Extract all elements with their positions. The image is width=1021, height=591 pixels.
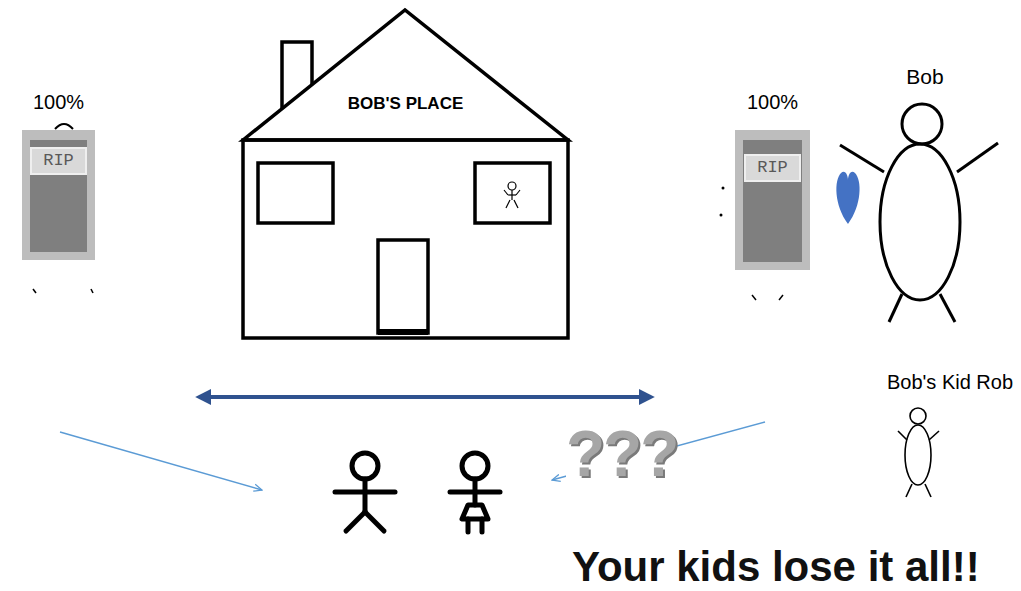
dirt-mark bbox=[779, 295, 783, 300]
tombstone bbox=[22, 124, 95, 293]
question-marks: ??? bbox=[566, 418, 677, 492]
percent-label: 100% bbox=[33, 90, 84, 114]
rip-inscription: RIP bbox=[757, 155, 788, 181]
bob-figure bbox=[840, 104, 998, 322]
window-figure bbox=[504, 182, 520, 208]
kid-figure bbox=[898, 408, 939, 497]
warning-caption: Your kids lose it all!! bbox=[572, 546, 980, 588]
tomb-frame bbox=[735, 130, 810, 270]
door-step bbox=[378, 329, 428, 335]
tomb-mark bbox=[55, 124, 73, 129]
tombstone: 100%RIP bbox=[735, 130, 810, 270]
child-figure: Bob's Kid Rob bbox=[883, 370, 1017, 500]
stick-man bbox=[335, 453, 395, 531]
stick-woman bbox=[450, 453, 500, 532]
house: BOB'S PLACE bbox=[243, 10, 568, 338]
dirt-mark bbox=[752, 295, 756, 300]
heart-icon bbox=[836, 172, 859, 224]
chimney bbox=[282, 42, 312, 109]
tomb-frame bbox=[22, 130, 95, 260]
person-name: Bob bbox=[906, 64, 943, 89]
house-drawing bbox=[243, 10, 568, 338]
pointer-arrow bbox=[60, 432, 262, 490]
house-label: BOB'S PLACE bbox=[348, 94, 464, 114]
rip-inscription: RIP bbox=[43, 148, 74, 174]
tomb-face bbox=[30, 140, 87, 252]
person-figure: Bob bbox=[870, 64, 980, 324]
house-wall bbox=[243, 140, 568, 338]
door bbox=[378, 240, 428, 333]
tomb-plaque bbox=[31, 148, 86, 174]
window bbox=[258, 163, 333, 223]
tombstone: 100%RIP bbox=[22, 130, 95, 260]
percent-label: 100% bbox=[747, 90, 798, 114]
tomb-face bbox=[743, 140, 802, 262]
dirt-mark bbox=[33, 289, 36, 293]
dirt-mark bbox=[720, 214, 723, 217]
dirt-mark bbox=[91, 289, 93, 293]
tombstone bbox=[720, 130, 811, 300]
person-name: Bob's Kid Rob bbox=[887, 370, 1013, 394]
window bbox=[475, 163, 550, 223]
roof bbox=[243, 10, 568, 140]
tomb-plaque bbox=[745, 155, 800, 181]
dirt-mark bbox=[722, 187, 725, 190]
double-arrow bbox=[200, 395, 650, 399]
